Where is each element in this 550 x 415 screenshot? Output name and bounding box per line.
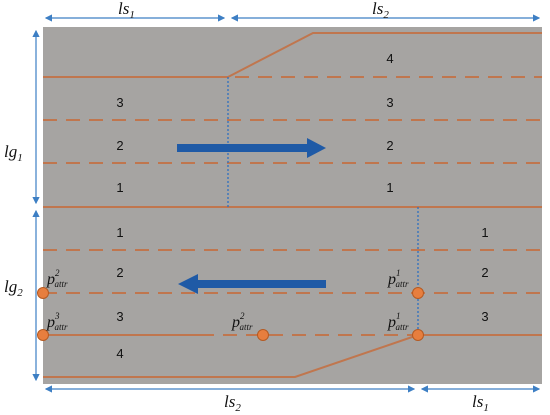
- lane-label-lower-left-4: 4: [116, 346, 123, 361]
- attraction-point-left-lane3: [37, 329, 49, 341]
- lane-label-lower-left-3: 3: [116, 309, 123, 324]
- dim-label-top-right: ls2: [372, 0, 389, 21]
- lane-label-lower-right-1: 1: [481, 225, 488, 240]
- upper-road-edge: [43, 32, 542, 78]
- road-surface: [43, 27, 542, 384]
- attraction-point-left-lane2: [37, 287, 49, 299]
- dim-label-top-left: ls1: [118, 0, 135, 21]
- attraction-point-right-upper: [412, 287, 424, 299]
- lane-label-lower-right-3: 3: [481, 309, 488, 324]
- dim-label-bottom-right: ls1: [472, 392, 489, 414]
- lane-label-upper-left-1: 1: [116, 180, 123, 195]
- lane-label-lower-right-2: 2: [481, 265, 488, 280]
- lane-label-upper-right-1: 1: [386, 180, 393, 195]
- lane-label-upper-left-3: 3: [116, 95, 123, 110]
- lane-label-lower-left-1: 1: [116, 225, 123, 240]
- left-direction-arrow: [178, 274, 326, 294]
- lane-label-upper-right-2: 2: [386, 138, 393, 153]
- dim-label-left-upper: lg1: [4, 142, 23, 164]
- attraction-point-right-lower: [412, 329, 424, 341]
- lane-label-upper-right-4: 4: [386, 51, 393, 66]
- dim-label-bottom-left: ls2: [224, 392, 241, 414]
- lower-road-edge: [43, 334, 419, 378]
- lane-label-lower-left-2: 2: [116, 265, 123, 280]
- lane-label-upper-left-2: 2: [116, 138, 123, 153]
- right-direction-arrow: [177, 138, 326, 158]
- lane-label-upper-right-3: 3: [386, 95, 393, 110]
- attraction-point-mid: [257, 329, 269, 341]
- dim-label-left-lower: lg2: [4, 277, 23, 299]
